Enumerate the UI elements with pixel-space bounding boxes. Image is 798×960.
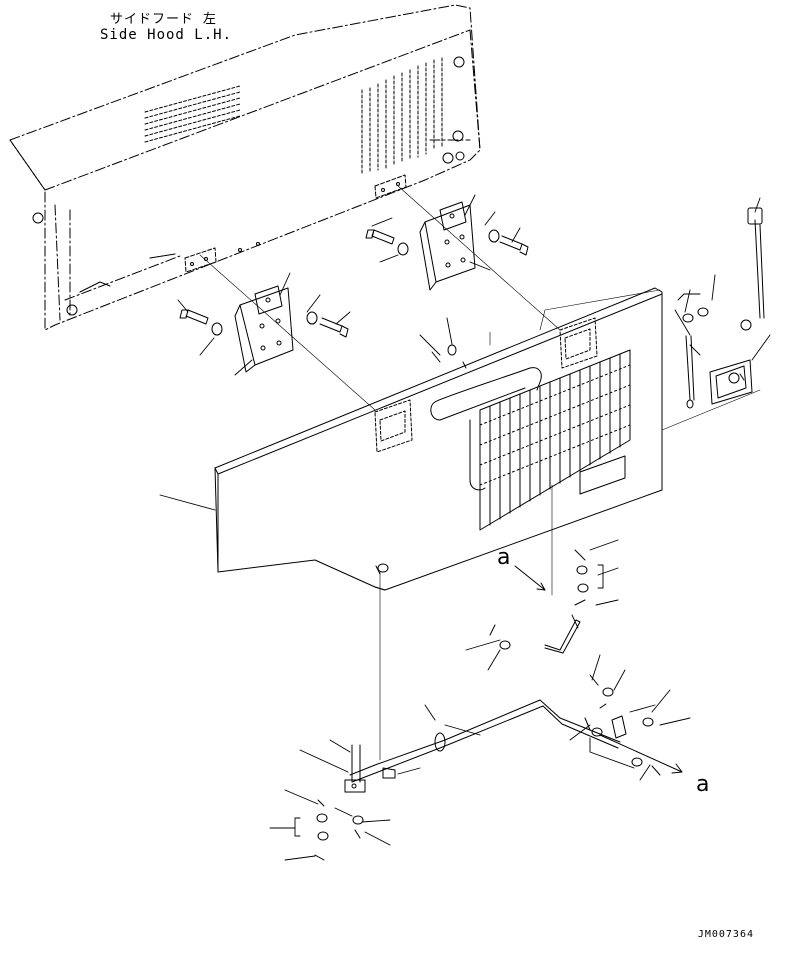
door-name-plate	[580, 456, 625, 494]
side-hood-outline	[10, 5, 480, 330]
title-japanese: サイドフード 左	[110, 12, 217, 27]
hood-vent-left	[145, 86, 240, 142]
title-english: Side Hood L.H.	[100, 27, 233, 43]
lock-rod-linkage	[345, 620, 626, 792]
hinge-upper	[420, 202, 475, 290]
hinge-lower	[235, 286, 293, 372]
door-latch	[710, 360, 752, 404]
reference-arrows	[515, 566, 682, 773]
door-hinge-mounts	[375, 318, 597, 452]
drawing-code: JM007364	[697, 929, 754, 940]
side-hood-details	[33, 57, 464, 315]
door-handle	[431, 368, 541, 490]
reference-mark-a-upper: a	[497, 545, 511, 570]
reference-mark-a-lower: a	[696, 772, 710, 797]
small-hardware	[315, 345, 660, 860]
door-grille	[480, 350, 630, 530]
gas-spring-stay	[683, 208, 764, 408]
hood-vent-right	[362, 58, 442, 175]
callout-leaders	[160, 195, 770, 860]
leader-lines	[200, 186, 760, 760]
bolts-and-washers	[180, 230, 528, 337]
side-door-panel	[215, 288, 662, 590]
